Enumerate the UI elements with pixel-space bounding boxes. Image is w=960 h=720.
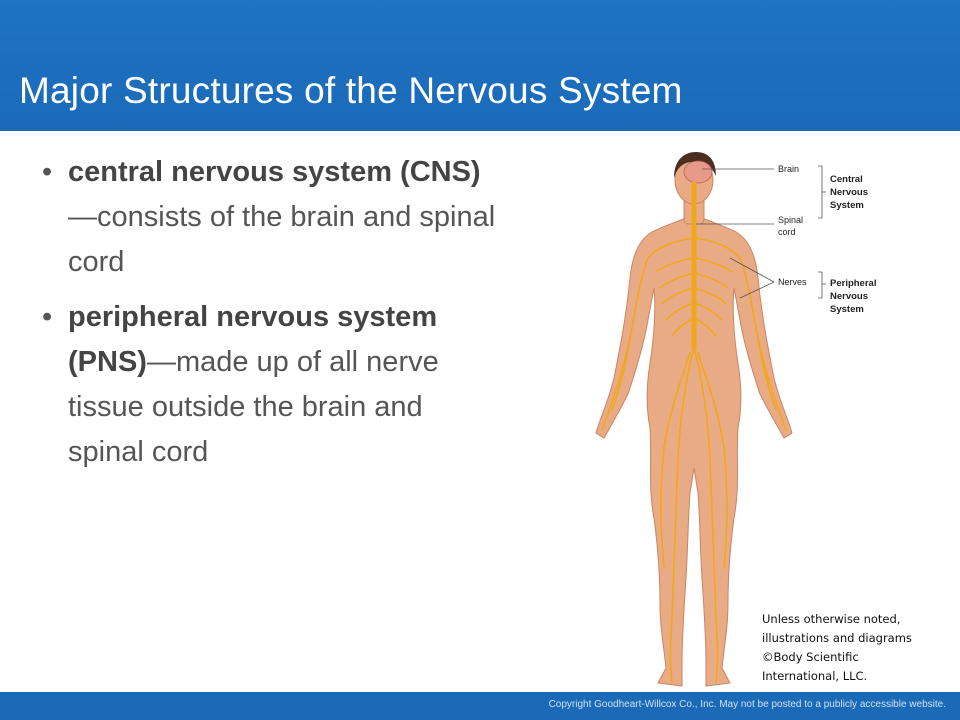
label-cns-3: System	[830, 200, 864, 211]
label-brain: Brain	[778, 164, 799, 174]
label-spinal-cord-1: Spinal	[778, 215, 803, 225]
label-leader-lines	[696, 165, 826, 299]
bullet-cns: • central nervous system (CNS) —consists …	[42, 150, 498, 285]
bullet-term: central nervous system (CNS)	[68, 156, 481, 188]
credit-line: Unless otherwise noted,	[762, 612, 901, 626]
nerve-network	[601, 237, 787, 683]
credit-line: International, LLC.	[762, 669, 868, 683]
footer-bar: Copyright Goodheart-Willcox Co., Inc. Ma…	[0, 692, 960, 720]
label-pns-1: Peripheral	[830, 278, 876, 289]
label-nerves: Nerves	[778, 277, 807, 287]
title-bar: Major Structures of the Nervous System	[0, 0, 960, 131]
slide-title: Major Structures of the Nervous System	[19, 70, 683, 111]
label-cns-1: Central	[830, 174, 863, 185]
credit-line: ©Body Scientific	[762, 650, 859, 664]
bullet-pns: • peripheral nervous system (PNS)—made u…	[42, 295, 448, 475]
credit-line: illustrations and diagrams	[762, 631, 912, 645]
bullet-term: peripheral nervous system (PNS)	[68, 301, 438, 378]
nervous-system-illustration: Brain Spinal cord Nerves Central Nervous…	[595, 152, 876, 687]
label-pns-2: Nervous	[830, 291, 868, 302]
bullet-text: —made up of all nerve tissue outside the…	[68, 346, 439, 468]
label-cns-2: Nervous	[830, 187, 868, 198]
copyright-notice: Copyright Goodheart-Willcox Co., Inc. Ma…	[548, 699, 946, 710]
bullet-text: —consists of the brain and spinal cord	[68, 201, 496, 278]
brain-shape	[683, 160, 713, 184]
bullet-dot: •	[42, 301, 53, 333]
bullet-dot: •	[42, 156, 53, 188]
image-credit: Unless otherwise noted, illustrations an…	[762, 610, 942, 686]
label-pns-3: System	[830, 304, 864, 315]
hair-shape	[674, 152, 716, 178]
label-spinal-cord-2: cord	[778, 227, 796, 237]
bullet-list: • central nervous system (CNS) —consists …	[42, 150, 502, 485]
